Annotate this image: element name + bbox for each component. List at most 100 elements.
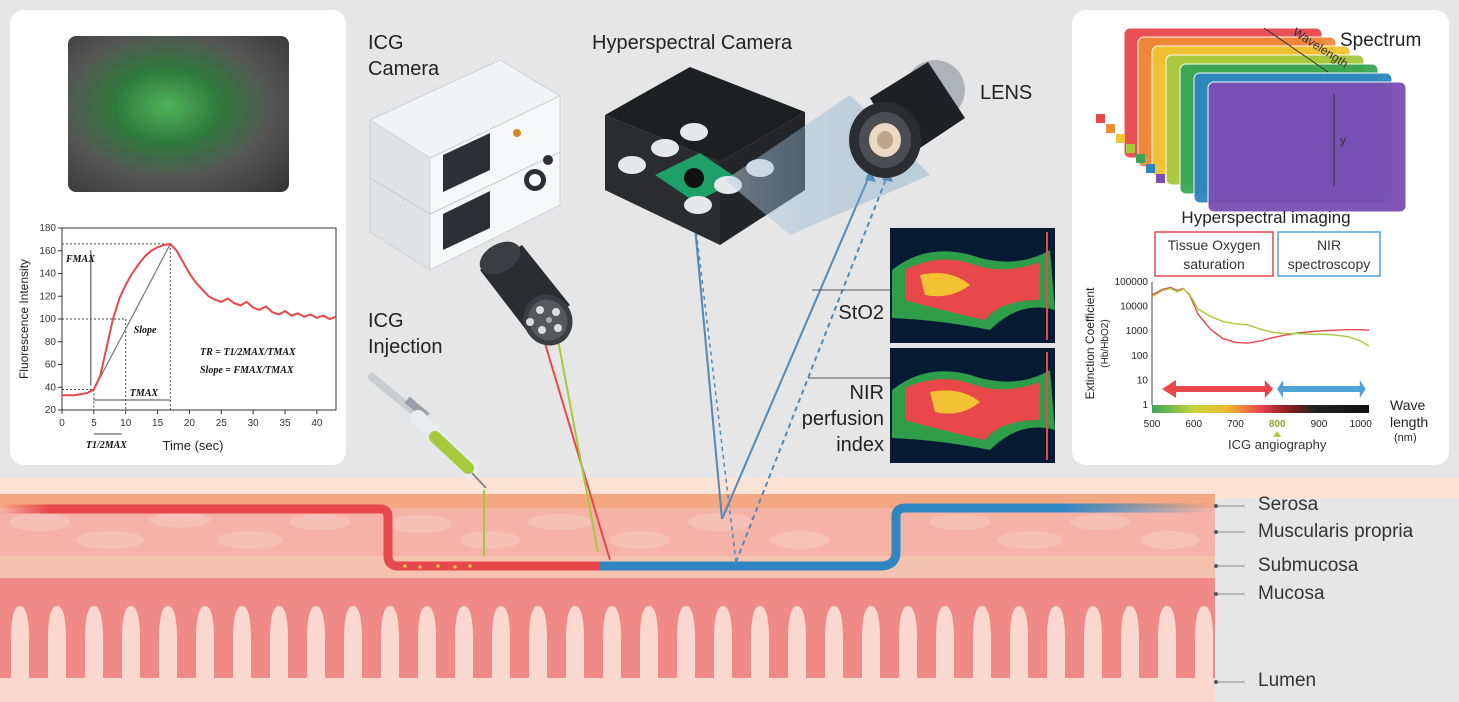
ext-y-tick: 100000 <box>1115 277 1149 288</box>
icg-angiography-label: ICG angiography <box>1228 437 1327 452</box>
ext-y-tick: 1 <box>1142 400 1148 411</box>
formula-slope: Slope = FMAX/TMAX <box>200 365 294 376</box>
ext-y-tick: 10000 <box>1120 302 1148 313</box>
fluo-x-tick: 10 <box>120 418 132 429</box>
vein-vessel <box>600 503 1215 571</box>
layer-muscularis-propria: Muscularis propria <box>1258 521 1414 542</box>
fluorescence-curve <box>62 242 337 397</box>
formula-tr: TR = T1/2MAX/TMAX <box>200 347 296 358</box>
wavelength-arrow <box>1263 27 1329 73</box>
ext-x-tick: 600 <box>1185 419 1202 430</box>
tmax-label: TMAX <box>130 388 159 399</box>
hyperspectral-camera-label: Hyperspectral Camera <box>592 32 793 54</box>
icg-excitation-ray <box>537 319 611 561</box>
extinction-series <box>1151 286 1370 344</box>
hyperspectral-imaging-label: Hyperspectral imaging <box>1181 208 1350 227</box>
layer-lumen: Lumen <box>1258 670 1317 691</box>
wave-length-label-2: length <box>1390 414 1428 430</box>
fmax-label: FMAX <box>65 254 95 265</box>
extinction-series <box>1151 287 1370 347</box>
fluo-y-tick: 40 <box>45 382 57 393</box>
ext-y-label-2: (Hb/HbO2) <box>1100 319 1111 367</box>
spectrum-swatch <box>1136 154 1145 163</box>
icg-probe-device <box>479 241 573 346</box>
wave-length-label-1: Wave <box>1390 397 1425 413</box>
ext-x-tick: 500 <box>1144 419 1161 430</box>
syringe <box>368 373 487 489</box>
spectral-layer <box>1207 81 1407 213</box>
fluo-x-tick: 30 <box>248 418 260 429</box>
icg-camera-device <box>368 59 562 271</box>
tissue-oxygen-label-1: Tissue Oxygen <box>1168 237 1261 253</box>
spectrum-swatch <box>1126 144 1135 153</box>
ext-x-tick: 1000 <box>1350 419 1373 430</box>
fluo-y-label: Fluorescence Intensity <box>17 259 31 379</box>
hyperspectral-camera-device <box>605 67 805 245</box>
nir-perfusion-image <box>890 348 1055 463</box>
tissue-oxygen-box <box>1154 231 1274 277</box>
lens-ray-solid <box>721 173 871 520</box>
fluo-y-tick: 180 <box>39 223 56 234</box>
ext-y-tick: 10 <box>1137 375 1149 386</box>
fluo-x-tick: 35 <box>279 418 291 429</box>
spectrum-swatch <box>1116 134 1125 143</box>
wave-unit-label: (nm) <box>1394 432 1417 444</box>
spectrum-swatch <box>1106 124 1115 133</box>
camera-ray-left <box>692 204 723 520</box>
fluo-y-tick: 80 <box>45 337 57 348</box>
icg-fluorescence-photo <box>68 36 289 192</box>
nir-spectroscopy-label-2: spectroscopy <box>1288 256 1370 272</box>
layer-mucosa: Mucosa <box>1258 583 1325 604</box>
artery-vessel <box>0 504 600 571</box>
fluo-y-tick: 160 <box>39 246 56 257</box>
lens-label: LENS <box>980 82 1033 104</box>
fluo-x-tick: 15 <box>152 418 164 429</box>
fluo-x-label: Time (sec) <box>163 438 224 453</box>
icg-emission-ray <box>554 323 599 553</box>
spectrum-swatch <box>1146 164 1155 173</box>
lens-device <box>849 60 965 178</box>
fluo-x-tick: 20 <box>184 418 196 429</box>
ext-x-tick: 700 <box>1227 419 1244 430</box>
sto2-image <box>890 228 1055 343</box>
layer-submucosa: Submucosa <box>1258 555 1359 576</box>
fluo-x-tick: 0 <box>59 418 65 429</box>
ext-x-tick: 800 <box>1269 419 1286 430</box>
slope-line <box>93 243 171 390</box>
fluorescence-chart: 0 5 10 15 20 25 30 35 40 20 40 60 80 100 120 140 160 180F… <box>17 223 337 453</box>
nir-spectroscopy-box <box>1277 231 1381 277</box>
lens-ray-dashed <box>735 173 889 563</box>
y-label: y <box>1340 133 1346 147</box>
layer-serosa: Serosa <box>1258 494 1319 515</box>
tissue-oxygen-label-2: saturation <box>1183 256 1244 272</box>
nir-spectroscopy-label-1: NIR <box>1317 237 1341 253</box>
ext-y-label: Extinction Coefficient <box>1083 287 1097 400</box>
fluo-x-tick: 25 <box>216 418 228 429</box>
fluo-y-tick: 140 <box>39 269 56 280</box>
ext-x-tick: 900 <box>1311 419 1328 430</box>
ext-y-tick: 1000 <box>1126 326 1149 337</box>
fluo-y-tick: 120 <box>39 291 56 302</box>
icg-marker <box>1273 431 1282 437</box>
spectrum-swatch <box>1096 114 1105 123</box>
thalf-label: T1/2MAX <box>86 440 127 451</box>
spectrum-label: Spectrum <box>1340 30 1421 51</box>
ext-y-tick: 100 <box>1131 351 1148 362</box>
spectrum-swatch <box>1156 174 1165 183</box>
fluo-x-tick: 40 <box>311 418 323 429</box>
sto2-label: StO2 <box>838 302 884 324</box>
fluo-y-tick: 60 <box>45 360 57 371</box>
fluo-y-tick: 20 <box>45 405 57 416</box>
slope-label: Slope <box>134 325 157 336</box>
wavelength-color-bar <box>1152 405 1369 413</box>
fluo-x-tick: 5 <box>91 418 97 429</box>
fluo-y-tick: 100 <box>39 314 56 325</box>
